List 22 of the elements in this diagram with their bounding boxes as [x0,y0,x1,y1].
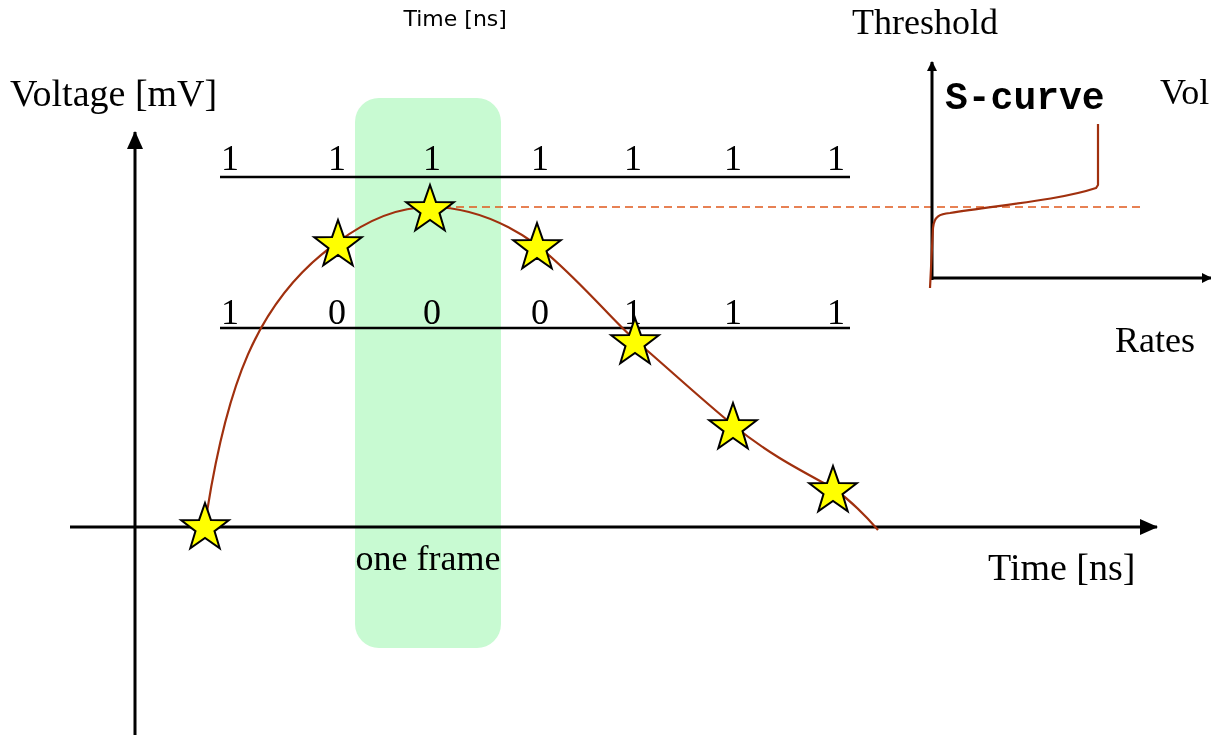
bit-value: 1 [328,140,346,176]
bit-value: 1 [827,140,845,176]
axis-label: Voltage [mV] [10,74,218,112]
bit-value: 1 [221,140,239,176]
axis-label: Rates [1115,322,1195,358]
curve-label: S-curve [945,80,1105,118]
axis-label: Time [ns] [988,548,1136,586]
frame-label: one frame [355,537,501,580]
bit-value: 1 [724,294,742,330]
bit-value: 1 [827,294,845,330]
axis-label: Vol [1160,74,1210,110]
bit-value: 1 [423,140,441,176]
bit-value: 1 [531,140,549,176]
axis-label: Time [ns] [403,8,507,30]
bit-value: 1 [724,140,742,176]
frame-highlight [355,98,501,648]
bit-value: 0 [531,294,549,330]
bit-value: 1 [624,140,642,176]
axis-label: Threshold [852,4,998,40]
bit-value: 0 [328,294,346,330]
bit-value: 0 [423,294,441,330]
bit-value: 1 [221,294,239,330]
